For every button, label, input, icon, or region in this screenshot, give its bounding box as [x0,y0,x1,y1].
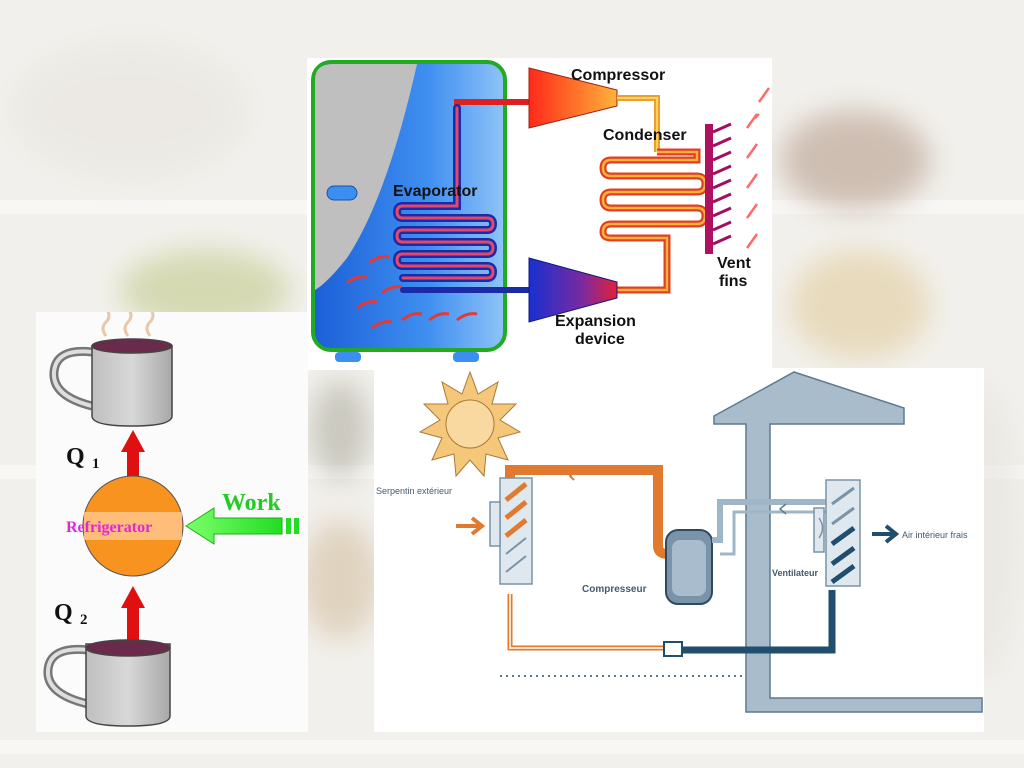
work-label: Work [222,490,281,516]
evaporator-label: Evaporator [393,183,477,200]
refrigerator-node [82,475,184,577]
fridge-cycle-diagram: Compressor Condenser Evaporator Vent fin… [307,58,772,370]
fan-label: Ventilateur [772,568,819,578]
q2-label: Q [54,600,73,626]
expansion-label-line2: device [575,331,625,348]
vent-label-line1: Vent [717,255,751,272]
indoor-supply-line [712,499,832,556]
q2-heat-arrow [121,586,145,646]
evaporator-coil [392,99,532,293]
compressor-label: Compressor [571,67,665,84]
refrigerator-energy-diagram: Q 1 Refrigerator Work Q 2 [36,312,308,732]
fan-icon [813,507,825,553]
q1-label: Q [66,444,85,470]
q2-subscript: 2 [80,612,88,628]
work-arrow [185,507,299,545]
compressor-unit [665,529,713,605]
condenser-coil [599,148,709,294]
outdoor-coil [456,477,533,585]
compressor [528,67,660,152]
cold-cup-icon [43,639,171,727]
house-icon [713,371,983,713]
refrigerator-label: Refrigerator [66,519,152,536]
q1-subscript: 1 [92,456,100,472]
cold-return-line [663,590,836,657]
condenser-label: Condenser [603,127,687,144]
expansion-device [528,257,618,323]
fridge-body [311,60,507,362]
hot-refrigerant-line [505,465,670,651]
expansion-label-line1: Expansion [555,313,636,330]
vent-label-line2: fins [719,273,748,290]
hot-cup-icon [49,312,173,427]
vent-fins [705,87,771,254]
sun-icon [418,370,522,478]
compressor-label-fr: Compresseur [582,584,647,595]
indoor-air-label: Air intérieur frais [902,530,968,540]
heat-pump-diagram: Serpentin extérieur Compresseur [374,368,984,732]
indoor-unit [813,479,900,587]
outdoor-coil-label: Serpentin extérieur [376,486,452,496]
